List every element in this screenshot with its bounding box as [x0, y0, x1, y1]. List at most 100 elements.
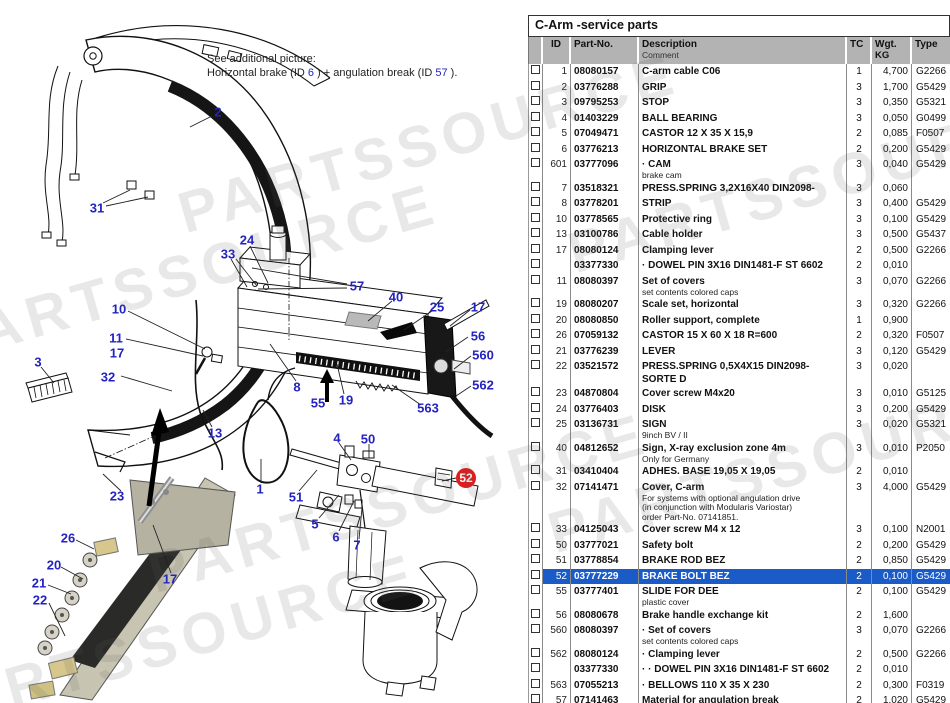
row-checkbox[interactable]	[531, 158, 540, 167]
note-link-id57[interactable]: 57	[435, 67, 448, 79]
row-checkbox[interactable]	[531, 228, 540, 237]
part-callout[interactable]: 17	[162, 571, 178, 587]
row-checkbox[interactable]	[531, 127, 540, 136]
table-row[interactable]: 03377330· DOWEL PIN 3X16 DIN1481-F ST 66…	[529, 258, 950, 274]
row-checkbox[interactable]	[531, 554, 540, 563]
row-checkbox[interactable]	[531, 663, 540, 672]
row-checkbox[interactable]	[531, 111, 540, 121]
part-callout[interactable]: 26	[60, 530, 76, 546]
part-callout[interactable]: 560	[472, 347, 494, 363]
part-callout[interactable]: 13	[207, 425, 223, 441]
note-link-id6[interactable]: 6	[307, 67, 314, 79]
row-checkbox[interactable]	[531, 523, 540, 532]
row-checkbox[interactable]	[531, 608, 540, 618]
row-checkbox[interactable]	[531, 624, 540, 633]
part-callout[interactable]: 22	[32, 592, 48, 608]
part-callout[interactable]: 17	[470, 299, 486, 315]
part-callout[interactable]: 55	[310, 395, 326, 411]
part-callout[interactable]: 4	[333, 430, 341, 446]
part-callout[interactable]: 2	[214, 104, 222, 120]
row-checkbox[interactable]	[531, 243, 540, 253]
selected-part-badge[interactable]: 52	[456, 468, 476, 488]
part-callout[interactable]: 24	[239, 232, 255, 248]
row-checkbox[interactable]	[531, 65, 540, 74]
part-callout[interactable]: 31	[89, 200, 105, 216]
part-callout[interactable]: 11	[109, 330, 123, 346]
part-callout[interactable]: 5	[311, 516, 319, 532]
row-checkbox[interactable]	[531, 402, 540, 412]
part-callout[interactable]: 8	[293, 379, 301, 395]
part-callout[interactable]: 50	[360, 431, 376, 447]
row-checkbox[interactable]	[531, 344, 540, 354]
part-callout[interactable]: 563	[417, 400, 439, 416]
row-checkbox[interactable]	[531, 142, 540, 152]
row-checkbox[interactable]	[531, 441, 540, 451]
part-callout[interactable]: 19	[338, 392, 354, 408]
row-checkbox[interactable]	[531, 418, 540, 427]
row-checkbox[interactable]	[531, 585, 540, 594]
table-row[interactable]: 03377330· · DOWEL PIN 3X16 DIN1481-F ST …	[529, 662, 950, 678]
row-checkbox[interactable]	[531, 569, 540, 579]
part-callout[interactable]: 25	[429, 299, 445, 315]
row-checkbox[interactable]	[531, 480, 540, 490]
row-checkbox[interactable]	[531, 298, 540, 307]
row-checkbox[interactable]	[531, 329, 540, 338]
row-checkbox[interactable]	[531, 274, 540, 284]
row-checkbox[interactable]	[531, 212, 540, 222]
part-callout[interactable]: 51	[288, 489, 304, 505]
part-callout[interactable]: 21	[31, 575, 47, 591]
row-checkbox[interactable]	[531, 694, 540, 703]
part-callout[interactable]: 17	[109, 345, 125, 361]
row-checkbox[interactable]	[531, 313, 540, 323]
row-checkbox[interactable]	[531, 197, 540, 206]
row-checkbox[interactable]	[531, 387, 540, 396]
part-callout[interactable]: 23	[109, 488, 125, 504]
part-callout[interactable]: 6	[332, 529, 340, 545]
part-callout[interactable]: 40	[388, 289, 404, 305]
part-callout[interactable]: 10	[111, 301, 127, 317]
row-checkbox[interactable]	[531, 465, 540, 474]
part-callout[interactable]: 33	[220, 246, 236, 262]
row-checkbox[interactable]	[531, 259, 540, 268]
row-checkbox[interactable]	[531, 647, 540, 657]
row-checkbox[interactable]	[531, 360, 540, 369]
row-checkbox[interactable]	[531, 538, 540, 548]
row-checkbox[interactable]	[531, 80, 540, 90]
row-checkbox[interactable]	[531, 678, 540, 688]
row-checkbox[interactable]	[531, 96, 540, 105]
part-callout[interactable]: 3	[34, 354, 42, 370]
part-callout[interactable]: 20	[46, 557, 62, 573]
part-callout[interactable]: 7	[353, 537, 361, 553]
part-callout[interactable]: 57	[349, 278, 365, 294]
part-callout[interactable]: 32	[100, 369, 116, 385]
